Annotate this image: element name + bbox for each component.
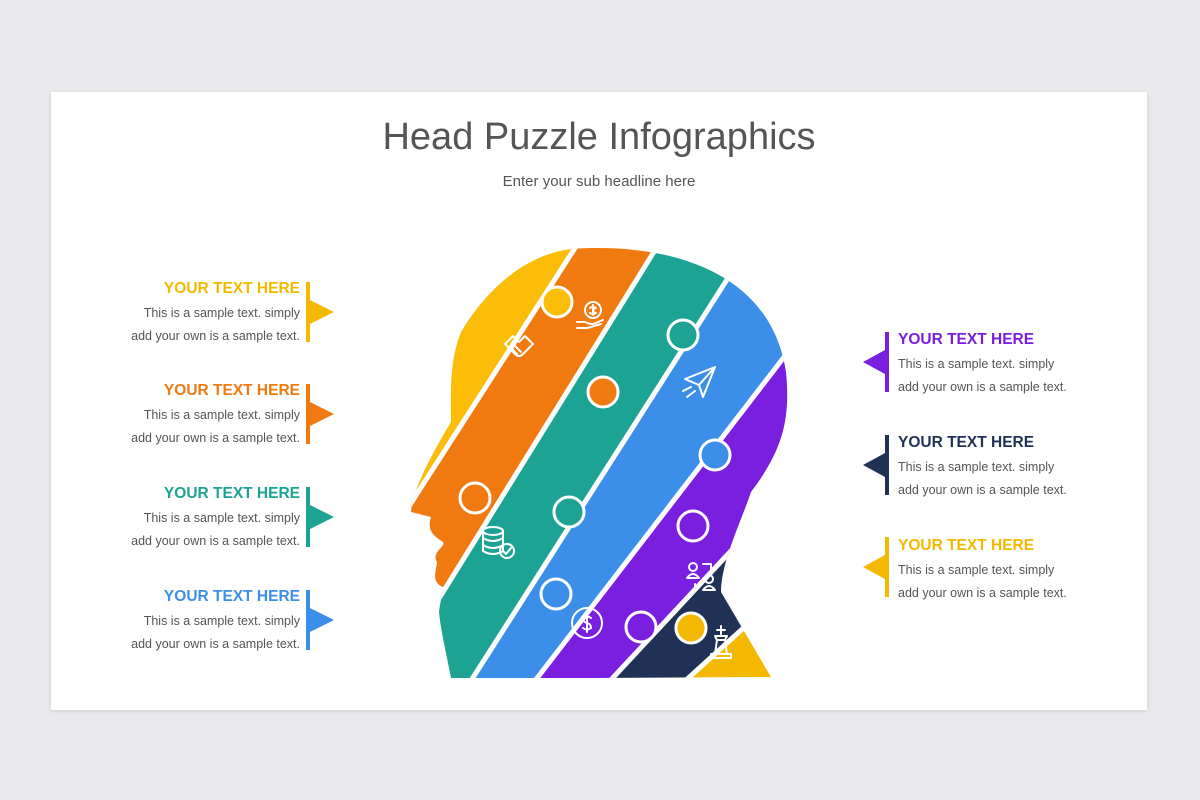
- item-text-line-2: add your own is a sample text.: [131, 636, 300, 651]
- left-item-1: YOUR TEXT HERE This is a sample text. si…: [60, 279, 300, 347]
- item-text-line-1: This is a sample text. simply: [898, 357, 1055, 371]
- item-text-line-2: add your own is a sample text.: [131, 430, 300, 445]
- page-subtitle: Enter your sub headline here: [502, 173, 696, 190]
- item-heading: YOUR TEXT HERE: [163, 280, 300, 297]
- item-heading: YOUR TEXT HERE: [163, 588, 300, 605]
- item-heading: YOUR TEXT HERE: [163, 485, 300, 502]
- slide: Head Puzzle Infographics Enter your sub …: [51, 92, 1147, 710]
- right-item-3: YOUR TEXT HERE This is a sample text. si…: [898, 536, 1138, 604]
- dollar-circle-icon: [571, 607, 603, 639]
- item-text-line-2: add your own is a sample text.: [898, 379, 1067, 394]
- flag-icon: [863, 435, 889, 495]
- puzzle-strip-teal: [411, 248, 751, 678]
- right-item-2: YOUR TEXT HERE This is a sample text. si…: [898, 433, 1138, 501]
- head-puzzle-diagram: [411, 248, 788, 678]
- item-text-line-1: This is a sample text. simply: [143, 408, 300, 422]
- item-heading: YOUR TEXT HERE: [898, 331, 1035, 348]
- money-hand-icon: [576, 301, 604, 329]
- item-heading: YOUR TEXT HERE: [163, 382, 300, 399]
- item-text-line-2: add your own is a sample text.: [898, 482, 1067, 497]
- flag-icon: [863, 537, 889, 597]
- item-text-line-1: This is a sample text. simply: [143, 614, 300, 628]
- paper-plane-icon: [682, 366, 716, 398]
- flag-icon: [306, 282, 334, 342]
- left-item-3: YOUR TEXT HERE This is a sample text. si…: [60, 484, 300, 552]
- flag-icon: [306, 384, 334, 444]
- flag-icon: [863, 332, 889, 392]
- item-text-line-1: This is a sample text. simply: [143, 511, 300, 525]
- left-item-4: YOUR TEXT HERE This is a sample text. si…: [60, 587, 300, 655]
- item-heading: YOUR TEXT HERE: [898, 537, 1035, 554]
- item-text-line-1: This is a sample text. simply: [898, 563, 1055, 577]
- item-text-line-2: add your own is a sample text.: [131, 533, 300, 548]
- item-text-line-2: add your own is a sample text.: [898, 585, 1067, 600]
- flag-icon: [306, 590, 334, 650]
- puzzle-strips: [411, 248, 788, 678]
- page-title: Head Puzzle Infographics: [382, 116, 816, 158]
- flag-icon: [306, 487, 334, 547]
- right-item-1: YOUR TEXT HERE This is a sample text. si…: [898, 330, 1138, 398]
- left-item-2: YOUR TEXT HERE This is a sample text. si…: [60, 381, 300, 449]
- handshake-icon: [504, 335, 534, 357]
- item-text-line-1: This is a sample text. simply: [898, 460, 1055, 474]
- people-exchange-icon: [686, 562, 716, 591]
- item-heading: YOUR TEXT HERE: [898, 434, 1035, 451]
- database-check-icon: [482, 526, 515, 559]
- chess-king-icon: [710, 625, 732, 659]
- item-text-line-1: This is a sample text. simply: [143, 306, 300, 320]
- item-text-line-2: add your own is a sample text.: [131, 328, 300, 343]
